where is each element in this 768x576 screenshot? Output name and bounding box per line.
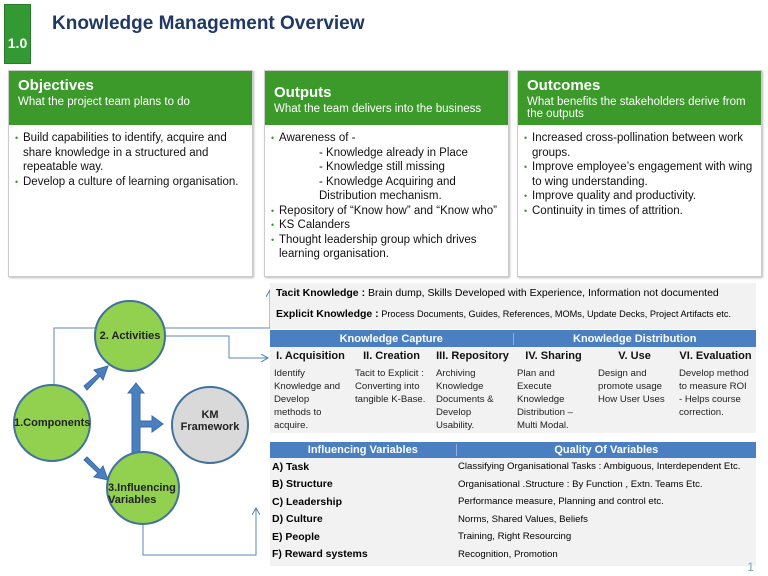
table-row: E) People Training, Right Resourcing	[270, 528, 756, 546]
variable-quality: Classifying Organisational Tasks : Ambig…	[458, 461, 741, 473]
activities-circle	[94, 300, 166, 372]
table-row: D) Culture Norms, Shared Values, Beliefs	[270, 511, 756, 529]
variable-quality: Organisational .Structure : By Function …	[458, 478, 703, 490]
slide-number-badge: 1.0	[4, 4, 31, 64]
process-stage-description: Develop method to measure ROI - Helps co…	[679, 368, 749, 418]
process-stage-description: Identify Knowledge and Develop methods t…	[274, 368, 341, 431]
process-stage-heading: V. Use	[618, 350, 651, 362]
arrow-icon	[83, 456, 109, 481]
bullet-item: Improve quality and productivity.	[524, 189, 753, 204]
bullet-item: Thought leadership group which drives le…	[271, 233, 500, 262]
components-circle	[13, 384, 91, 462]
knowledge-types-box: Tacit Knowledge : Brain dump, Skills Dev…	[270, 283, 756, 329]
tacit-text: Brain dump, Skills Developed with Experi…	[365, 287, 719, 299]
bullet-item: Increased cross-pollination between work…	[524, 131, 753, 160]
page-title: Knowledge Management Overview	[52, 13, 365, 34]
influencing-circle	[106, 451, 180, 525]
panel-title: Outcomes	[527, 77, 601, 94]
bullet-item: Build capabilities to identify, acquire …	[15, 131, 244, 175]
process-stage-heading: II. Creation	[363, 350, 420, 362]
process-stage-description: Plan and Execute Knowledge Distribution …	[517, 368, 573, 431]
bullet-item: Repository of “Know how” and “Know who”	[271, 204, 500, 219]
quality-header: Quality Of Variables	[455, 444, 756, 456]
explicit-label: Explicit Knowledge :	[276, 308, 379, 320]
variable-name: A) Task	[272, 460, 310, 473]
bullet-item: Continuity in times of attrition.	[524, 204, 753, 219]
connector-line	[166, 335, 268, 358]
panel-subtitle: What benefits the stakeholders derive fr…	[527, 96, 746, 120]
table-row: A) Task Classifying Organisational Tasks …	[270, 458, 756, 476]
process-stage-description: Design and promote usage How User Uses	[598, 368, 665, 405]
distribution-header: Knowledge Distribution	[573, 332, 697, 345]
components-label: 1.Components	[14, 417, 91, 429]
page-number: 1	[747, 560, 754, 574]
variable-name: E) People	[272, 530, 320, 543]
framework-circle	[171, 386, 249, 464]
bullet-item: KS Calanders	[271, 218, 500, 233]
panel-title: Objectives	[18, 77, 94, 94]
variable-name: F) Reward systems	[272, 548, 368, 561]
framework-label: KM Framework	[180, 409, 240, 433]
process-stage-heading: III. Repository	[436, 350, 509, 362]
influencing-label: 3.Influencing Variables	[108, 482, 176, 506]
variables-header: Influencing Variables	[307, 444, 418, 456]
arrow-icon	[83, 365, 109, 391]
variable-name: D) Culture	[272, 513, 323, 526]
panel-subtitle: What the team delivers into the business	[274, 103, 482, 115]
process-stage-heading: I. Acquisition	[276, 350, 345, 362]
process-stage-description: Tacit to Explicit : Converting into tang…	[355, 368, 426, 405]
capture-header: Knowledge Capture	[270, 332, 514, 345]
variables-table: Influencing Variables Quality Of Variable…	[270, 442, 756, 566]
process-stage-heading: VI. Evaluation	[679, 350, 752, 362]
tri-arrow-icon	[126, 382, 164, 466]
bullet-item: - Knowledge already in Place	[319, 146, 468, 159]
activities-label: 2. Activities	[99, 330, 161, 342]
panel-title: Outputs	[274, 84, 332, 101]
variable-quality: Norms, Shared Values, Beliefs	[458, 513, 588, 525]
table-row: C) Leadership Performance measure, Planni…	[270, 493, 756, 511]
explicit-text: Process Documents, Guides, References, M…	[378, 309, 732, 319]
panel-subtitle: What the project team plans to do	[18, 96, 190, 108]
process-stage-heading: IV. Sharing	[525, 350, 582, 362]
bullet-item: - Knowledge Acquiring and Distribution m…	[319, 175, 456, 203]
table-row: F) Reward systems Recognition, Promotion	[270, 546, 756, 564]
connector-line	[142, 508, 256, 556]
variable-quality: Recognition, Promotion	[458, 548, 558, 560]
variable-name: C) Leadership	[272, 495, 343, 508]
variable-quality: Performance measure, Planning and contro…	[458, 496, 664, 508]
bullet-item: - Knowledge still missing	[319, 161, 445, 173]
tacit-label: Tacit Knowledge :	[276, 287, 366, 299]
bullet-item: Awareness of -	[271, 131, 500, 146]
process-stage-description: Archiving Knowledge Documents & Develop …	[436, 368, 494, 431]
variable-quality: Training, Right Resourcing	[458, 531, 572, 543]
table-row: B) Structure Organisational .Structure : …	[270, 476, 756, 494]
bullet-item: Develop a culture of learning organisati…	[15, 175, 244, 190]
variable-name: B) Structure	[272, 478, 333, 491]
bullet-item: Improve employee’s engagement with wing …	[524, 160, 753, 189]
